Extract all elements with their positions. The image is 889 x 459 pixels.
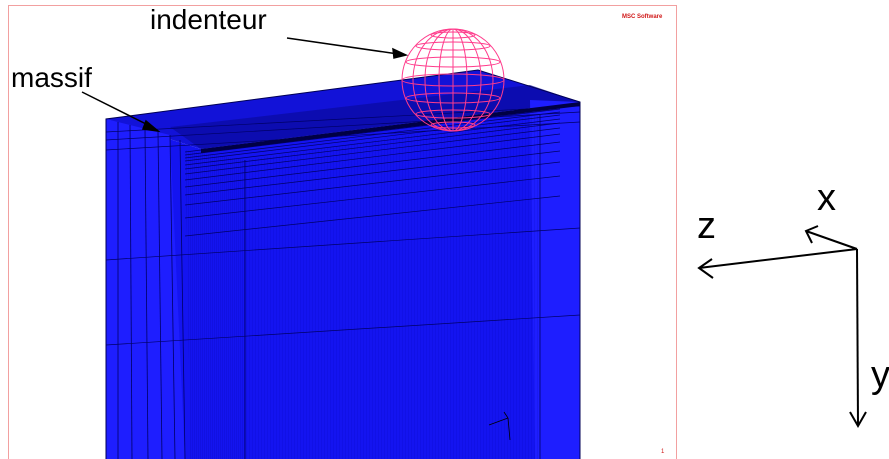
solid-label: massif [11, 62, 92, 93]
axis-label-y: y [871, 354, 889, 396]
solid-horizontal-mesh [105, 105, 581, 346]
z-axis-arrowhead [697, 258, 714, 279]
indenter-label: indenteur [150, 4, 267, 35]
x-axis-arrow [805, 230, 858, 250]
solid-outline [105, 69, 581, 459]
page-number: 1 [661, 449, 665, 455]
solid-right-strip [530, 100, 580, 459]
msc-software-logo: MSC Software [622, 14, 663, 20]
x-axis-arrowhead [804, 225, 819, 244]
y-axis-arrow [856, 248, 859, 426]
z-axis-arrow [698, 248, 858, 269]
solid-dense-mesh [245, 115, 540, 459]
solid-fine-mesh [185, 150, 245, 459]
solid-top-edge [201, 102, 580, 153]
axis-label-x: x [817, 177, 836, 219]
indenter-sphere [401, 28, 505, 132]
indenter-callout-arrow [286, 37, 409, 59]
solid-block [105, 69, 581, 459]
coordinate-axes [697, 225, 867, 429]
viewport-frame [8, 5, 677, 459]
solid-callout-arrow [81, 91, 161, 133]
axis-label-z: z [697, 205, 716, 247]
viewport-triad [488, 411, 511, 441]
solid-vertical-seams [117, 115, 541, 459]
solid-left-strip [106, 119, 185, 459]
y-axis-arrowhead [849, 411, 867, 429]
